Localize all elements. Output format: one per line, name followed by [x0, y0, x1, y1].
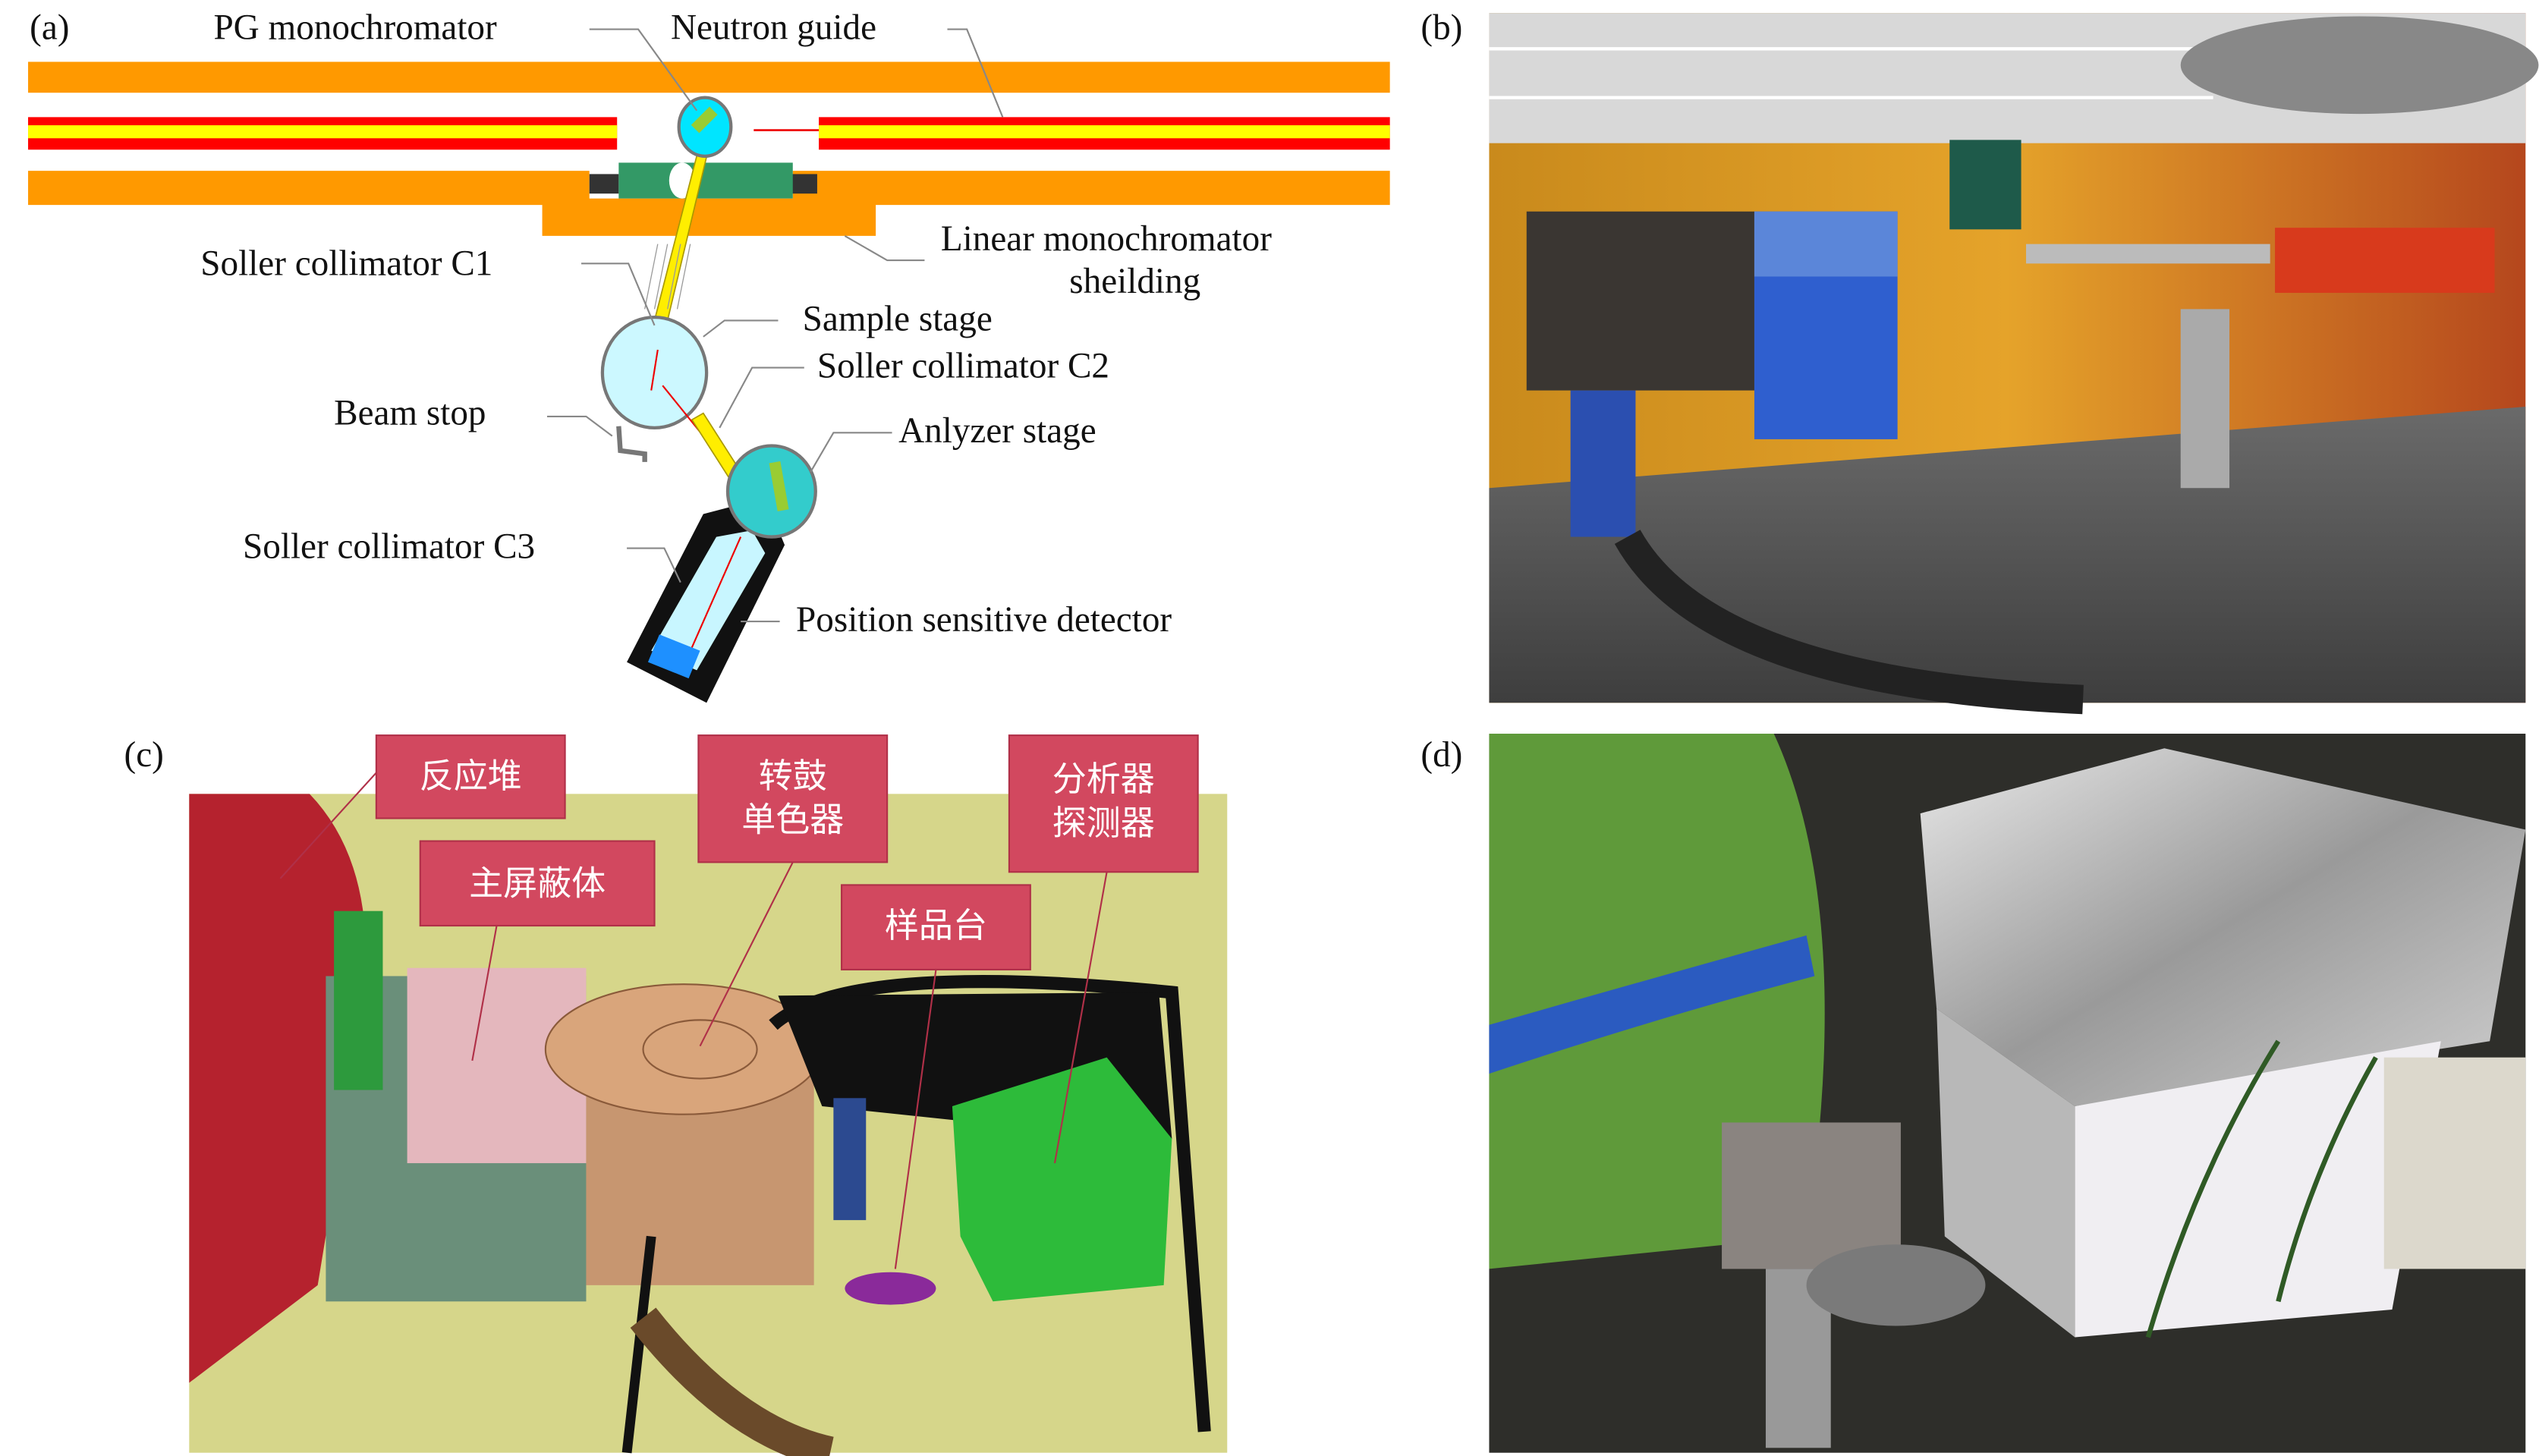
neutron-guide-right	[819, 117, 1390, 150]
panel-a-schematic: (a)	[28, 8, 1390, 703]
svg-text:转鼓: 转鼓	[759, 756, 827, 796]
panel-d-tag: (d)	[1421, 735, 1462, 775]
label-analyzer-stage: Anlyzer stage	[898, 411, 1096, 451]
panel-c-render: (c) 反应堆 主屏蔽体 转鼓 单色器	[124, 734, 1228, 1456]
svg-text:反应堆: 反应堆	[420, 756, 522, 796]
linear-monochromator-shielding	[28, 171, 1390, 236]
soller-collimator-c1	[644, 244, 691, 310]
svg-text:单色器: 单色器	[741, 800, 844, 840]
neutron-guide-left	[28, 117, 618, 150]
label-linear-shielding-2: sheilding	[1069, 262, 1200, 301]
reactor	[189, 794, 367, 1383]
monochromator-drum	[618, 162, 793, 199]
callout-main-shielding: 主屏蔽体	[419, 840, 656, 1061]
label-soller-c3: Soller collimator C3	[243, 527, 535, 566]
detector-housing	[627, 498, 785, 703]
panel-c-tag: (c)	[124, 735, 164, 775]
label-soller-c1: Soller collimator C1	[200, 244, 492, 283]
label-soller-c2: Soller collimator C2	[817, 346, 1109, 385]
analyzer-housing	[1920, 748, 2526, 1107]
panel-d-photo: (d)	[1421, 734, 2526, 1453]
svg-text:分析器: 分析器	[1052, 759, 1155, 799]
label-pg-monochromator: PG monochromator	[213, 8, 497, 47]
callout-sample-table: 样品台	[841, 884, 1031, 1269]
label-psd: Position sensitive detector	[796, 600, 1172, 640]
analyzer-stage	[725, 444, 817, 539]
panel-b-tag: (b)	[1421, 8, 1462, 47]
shielding-top	[28, 61, 1390, 93]
svg-text:主屏蔽体: 主屏蔽体	[469, 863, 606, 903]
svg-text:样品台: 样品台	[885, 905, 987, 945]
callout-drum-monochromator: 转鼓 单色器	[697, 734, 889, 1047]
analyzer-detector	[952, 1057, 1172, 1302]
panel-b-photo: (b)	[1421, 8, 2539, 715]
beam-stop	[616, 426, 647, 462]
label-beam-stop: Beam stop	[334, 394, 486, 433]
panel-a-tag: (a)	[30, 8, 69, 47]
label-linear-shielding-1: Linear monochromator	[941, 219, 1272, 259]
callout-analyzer-detector: 分析器 探测器	[1008, 734, 1199, 1164]
callout-reactor: 反应堆	[279, 734, 566, 879]
svg-text:探测器: 探测器	[1052, 803, 1155, 843]
drum-monochromator	[544, 983, 823, 1115]
label-neutron-guide: Neutron guide	[671, 8, 876, 47]
label-sample-stage: Sample stage	[803, 299, 993, 338]
